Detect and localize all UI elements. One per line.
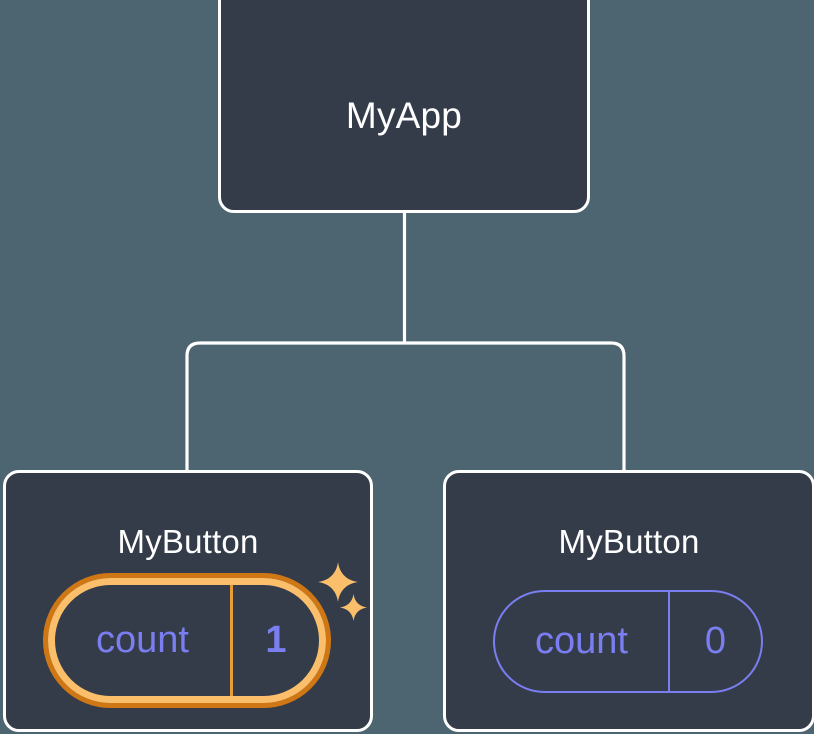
state-value-right: 0 — [668, 592, 761, 691]
node-myapp[interactable]: MyApp — [218, 0, 590, 213]
state-pill-right[interactable]: count 0 — [493, 590, 763, 693]
state-pill-left-inner: count 1 — [48, 578, 326, 703]
node-mybutton-left-label: MyButton — [117, 523, 259, 560]
state-pill-left-highlighted[interactable]: count 1 — [43, 573, 331, 708]
edge-root-to-children — [185, 212, 626, 470]
state-key-right: count — [535, 620, 628, 662]
state-value-left: 1 — [230, 585, 319, 696]
node-mybutton-right-label: MyButton — [558, 523, 700, 560]
state-key-left: count — [96, 619, 189, 661]
node-myapp-label: MyApp — [345, 95, 463, 136]
